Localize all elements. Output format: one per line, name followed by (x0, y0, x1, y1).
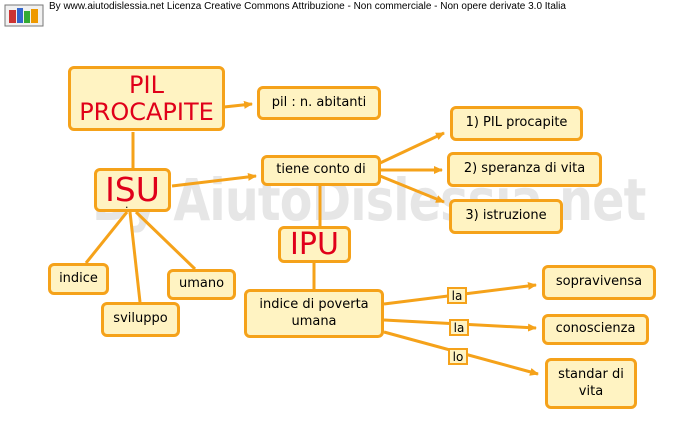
link-isu-to-umano (134, 210, 197, 271)
link-pil-to-formula (223, 100, 253, 109)
link-tiene-to-item3 (379, 174, 445, 204)
link-label-la-2: la (449, 319, 469, 336)
concept-conoscienza: conoscienza (542, 314, 649, 345)
link-tiene-to-item1 (379, 131, 445, 165)
concept-umano: umano (167, 269, 236, 300)
concept-isu: ISU (94, 168, 171, 212)
link-label-la-1: la (447, 287, 467, 304)
concept-ipu: IPU (278, 226, 351, 263)
license-notice: By www.aiutodislessia.net Licenza Creati… (49, 1, 566, 12)
concept-item-speranza-vita: 2) speranza di vita (447, 152, 602, 187)
concept-sviluppo: sviluppo (101, 302, 180, 337)
concept-item-istruzione: 3) istruzione (449, 199, 563, 234)
isu-dot: . (125, 198, 129, 211)
concept-indice-poverta: indice di poverta umana (244, 289, 384, 338)
concept-indice: indice (48, 263, 109, 295)
concept-item-pil-procapite: 1) PIL procapite (450, 106, 583, 141)
concept-pil-formula: pil : n. abitanti (257, 86, 381, 120)
link-isu-to-indice (84, 211, 129, 264)
concept-standar-vita: standar di vita (545, 358, 637, 409)
link-isu-to-sviluppo (128, 211, 142, 303)
books-icon (4, 4, 44, 27)
link-label-lo: lo (448, 348, 468, 365)
concept-sopravivensa: sopravivensa (542, 265, 656, 300)
concept-tiene-conto: tiene conto di (261, 155, 381, 186)
link-isu-to-tiene (171, 172, 257, 188)
concept-pil-procapite: PIL PROCAPITE (68, 66, 225, 131)
